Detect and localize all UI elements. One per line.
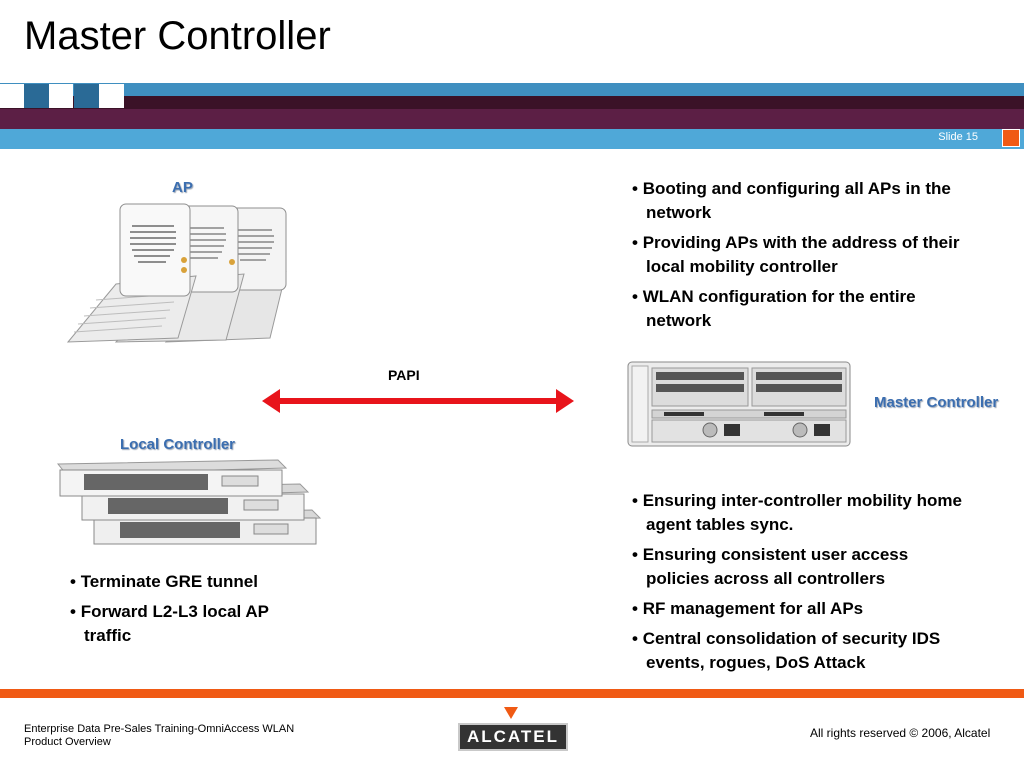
footer-copyright: All rights reserved © 2006, Alcatel — [810, 726, 991, 740]
arrow-shaft — [278, 398, 558, 404]
header-square — [24, 84, 49, 108]
list-item: Forward L2-L3 local AP traffic — [70, 600, 310, 648]
list-item: Terminate GRE tunnel — [70, 570, 310, 594]
header-band-cyan — [0, 129, 1024, 149]
master-controller-functions-list: Booting and configuring all APs in the n… — [632, 177, 962, 339]
alcatel-logo: ALCATEL — [458, 723, 568, 751]
papi-link-label: PAPI — [388, 367, 420, 383]
footer-accent-bar — [0, 689, 1024, 698]
papi-double-arrow — [262, 389, 574, 413]
master-controller-services-list: Ensuring inter-controller mobility home … — [632, 489, 972, 681]
header-gap — [0, 84, 24, 108]
master-controller-label: Master Controller — [874, 394, 999, 411]
local-controller-stack — [56, 459, 322, 545]
slide-title: Master Controller — [24, 14, 331, 58]
header-square — [74, 84, 99, 108]
slide-number: Slide 15 — [938, 131, 978, 143]
list-item: Central consolidation of security IDS ev… — [632, 627, 972, 675]
header-band-dark — [0, 96, 1024, 109]
header-band-blue — [0, 83, 1024, 96]
list-item: Providing APs with the address of their … — [632, 231, 962, 279]
access-point-illustration — [66, 203, 287, 343]
slide-marker-icon — [1002, 129, 1020, 147]
arrow-head-right — [556, 389, 574, 413]
master-controller-chassis — [627, 361, 851, 447]
access-point-unit — [66, 203, 197, 343]
list-item: Ensuring consistent user access policies… — [632, 543, 972, 591]
list-item: RF management for all APs — [632, 597, 972, 621]
footer-course-title: Enterprise Data Pre-Sales Training-OmniA… — [24, 723, 295, 748]
local-controller-functions-list: Terminate GRE tunnel Forward L2-L3 local… — [70, 570, 310, 654]
alcatel-logo-triangle-icon — [504, 707, 518, 719]
list-item: Booting and configuring all APs in the n… — [632, 177, 962, 225]
list-item: Ensuring inter-controller mobility home … — [632, 489, 972, 537]
header-gap — [113, 84, 124, 108]
switch-unit — [56, 459, 288, 497]
arrow-head-left — [262, 389, 280, 413]
local-controller-label: Local Controller — [120, 436, 236, 453]
header-gap — [49, 84, 73, 108]
list-item: WLAN configuration for the entire networ… — [632, 285, 962, 333]
ap-label: AP — [172, 179, 193, 196]
